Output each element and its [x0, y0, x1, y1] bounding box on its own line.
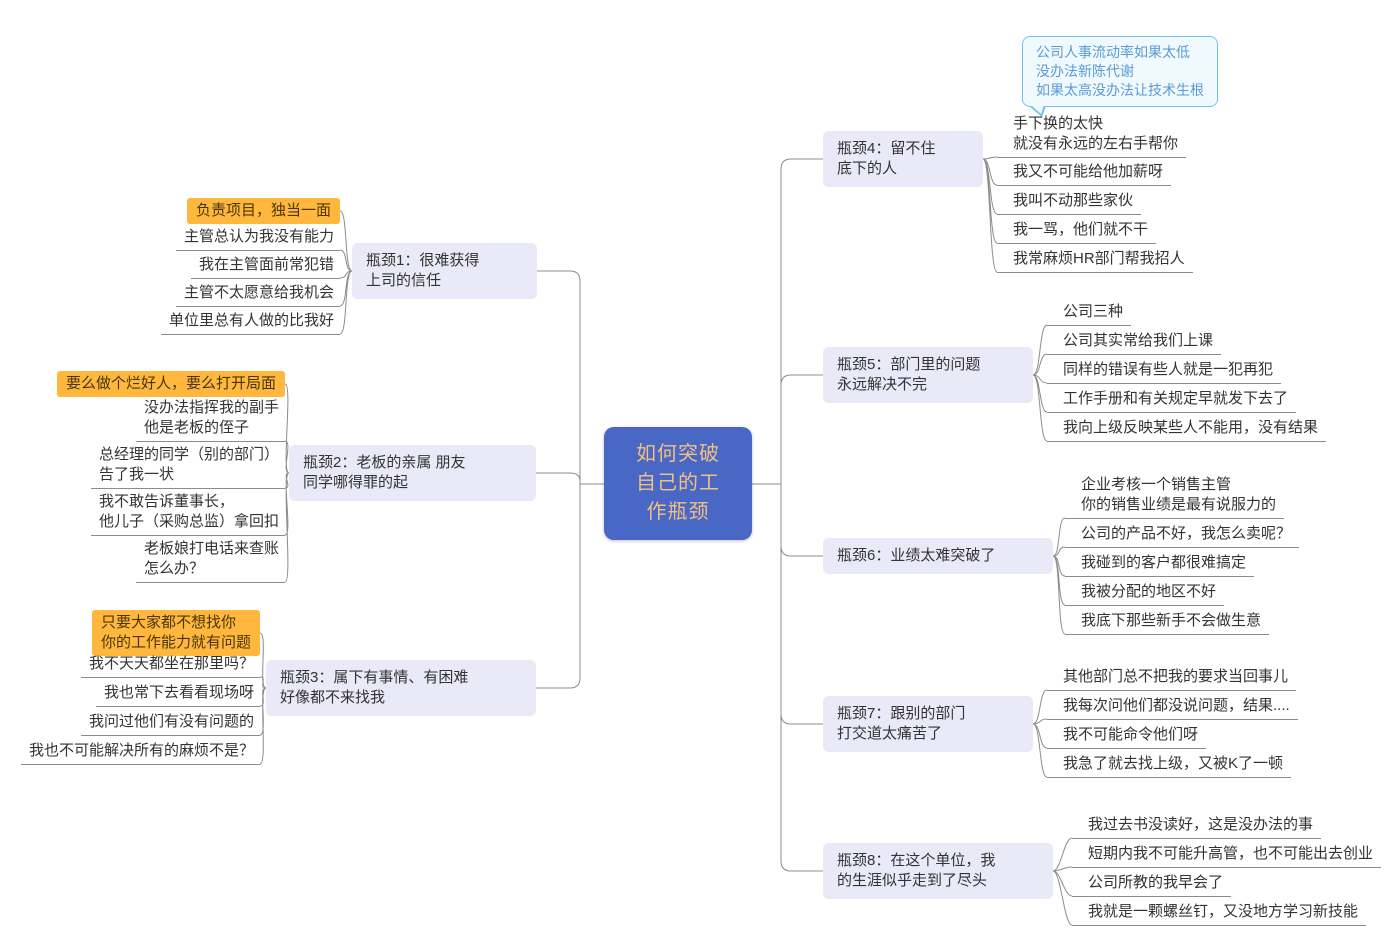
- branch-topic-8[interactable]: 瓶颈8：在这个单位，我 的生涯似乎走到了尽头: [823, 843, 1053, 899]
- subtopic[interactable]: 工作手册和有关规定早就发下去了: [1047, 387, 1297, 413]
- subtopic[interactable]: 我也不可能解决所有的麻烦不是？: [20, 739, 260, 765]
- subtopic[interactable]: 我问过他们有没有问题的: [80, 710, 260, 736]
- subtopic[interactable]: 短期内我不可能升高管，也不可能出去创业: [1072, 842, 1382, 868]
- branch-topic-6[interactable]: 瓶颈6：业绩太难突破了: [823, 538, 1053, 574]
- subtopic[interactable]: 主管不太愿意给我机会: [175, 281, 340, 307]
- branch-topic-1[interactable]: 瓶颈1：很难获得 上司的信任: [352, 243, 537, 299]
- subtopic[interactable]: 我每次问他们都没说问题，结果....: [1047, 694, 1298, 720]
- subtopic[interactable]: 我又不可能给他加薪呀: [997, 160, 1172, 186]
- branch-topic-4[interactable]: 瓶颈4：留不住 底下的人: [823, 131, 983, 187]
- subtopic[interactable]: 老板娘打电话来查账 怎么办？: [135, 537, 285, 583]
- subtopic[interactable]: 手下换的太快 就没有永远的左右手帮你: [997, 112, 1187, 158]
- connector-lines: [259, 156, 1073, 926]
- subtopic[interactable]: 单位里总有人做的比我好: [160, 309, 340, 335]
- subtopic[interactable]: 我急了就去找上级，又被K了一顿: [1047, 752, 1292, 778]
- branch-topic-2[interactable]: 瓶颈2：老板的亲属 朋友 同学哪得罪的起: [289, 445, 536, 501]
- subtopic[interactable]: 我一骂，他们就不干: [997, 218, 1157, 244]
- subtopic[interactable]: 主管总认为我没有能力: [175, 225, 340, 251]
- subtopic[interactable]: 总经理的同学（别的部门） 告了我一状: [90, 443, 285, 489]
- subtopic[interactable]: 我被分配的地区不好: [1065, 580, 1225, 606]
- subtopic[interactable]: 其他部门总不把我的要求当回事儿: [1047, 665, 1297, 691]
- subtopic[interactable]: 同样的错误有些人就是一犯再犯: [1047, 358, 1282, 384]
- branch-topic-7[interactable]: 瓶颈7：跟别的部门 打交道太痛苦了: [823, 696, 1033, 752]
- highlighted-subtopic[interactable]: 只要大家都不想找你 你的工作能力就有问题: [91, 610, 260, 656]
- subtopic[interactable]: 没办法指挥我的副手 他是老板的侄子: [135, 396, 285, 442]
- subtopic[interactable]: 我叫不动那些家伙: [997, 189, 1142, 215]
- subtopic[interactable]: 公司三种: [1047, 300, 1132, 326]
- callout-note[interactable]: 公司人事流动率如果太低 没办法新陈代谢 如果太高没办法让技术生根: [1022, 36, 1218, 117]
- branch-topic-5[interactable]: 瓶颈5：部门里的问题 永远解决不完: [823, 347, 1033, 403]
- subtopic[interactable]: 我碰到的客户都很难搞定: [1065, 551, 1255, 577]
- subtopic[interactable]: 我向上级反映某些人不能用，没有结果: [1047, 416, 1327, 442]
- subtopic[interactable]: 我底下那些新手不会做生意: [1065, 609, 1270, 635]
- central-topic[interactable]: 如何突破 自己的工 作瓶颈: [604, 427, 752, 540]
- subtopic[interactable]: 我过去书没读好，这是没办法的事: [1072, 813, 1322, 839]
- subtopic[interactable]: 公司的产品不好，我怎么卖呢？: [1065, 522, 1300, 548]
- subtopic[interactable]: 我不敢告诉董事长， 他儿子（采购总监）拿回扣: [90, 490, 285, 536]
- subtopic[interactable]: 公司所教的我早会了: [1072, 871, 1232, 897]
- highlighted-subtopic[interactable]: 要么做个烂好人，要么打开局面: [56, 371, 285, 397]
- branch-topic-3[interactable]: 瓶颈3：属下有事情、有困难 好像都不来找我: [266, 660, 536, 716]
- subtopic[interactable]: 企业考核一个销售主管 你的销售业绩是最有说服力的: [1065, 473, 1285, 519]
- subtopic[interactable]: 公司其实常给我们上课: [1047, 329, 1222, 355]
- subtopic[interactable]: 我也常下去看看现场呀: [95, 681, 260, 707]
- highlighted-subtopic[interactable]: 负责项目，独当一面: [186, 198, 340, 224]
- subtopic[interactable]: 我就是一颗螺丝钉，又没地方学习新技能: [1072, 900, 1367, 926]
- subtopic[interactable]: 我不可能命令他们呀: [1047, 723, 1207, 749]
- subtopic[interactable]: 我常麻烦HR部门帮我招人: [997, 247, 1193, 273]
- subtopic[interactable]: 我不天天都坐在那里吗？: [80, 652, 260, 678]
- subtopic[interactable]: 我在主管面前常犯错: [190, 253, 340, 279]
